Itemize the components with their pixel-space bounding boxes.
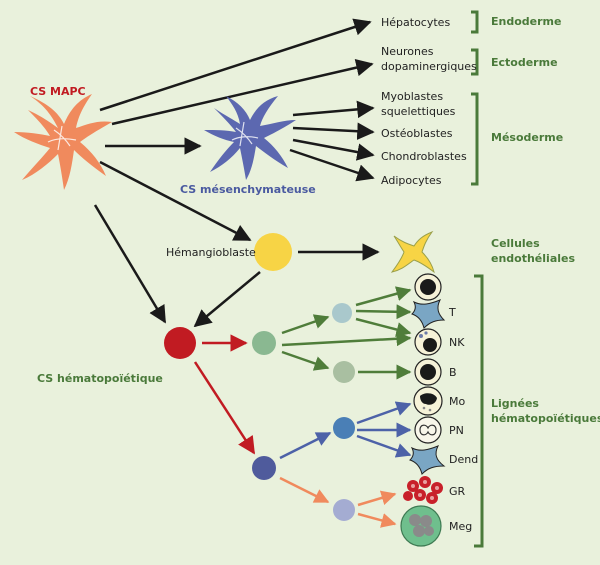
label-chondroblasts: Chondroblastes bbox=[381, 150, 467, 163]
arrow-prog-dend bbox=[356, 434, 412, 458]
t-cell-icon bbox=[411, 299, 446, 329]
hemangioblast-cell-icon bbox=[254, 233, 292, 271]
arrow-msc-adipocytes bbox=[289, 148, 375, 182]
arrow-mapc-hemangioblast bbox=[99, 160, 252, 242]
label-hemangioblast: Hémangioblaste bbox=[166, 246, 256, 259]
label-b: B bbox=[449, 366, 457, 379]
bracket-mesoderm bbox=[471, 92, 479, 186]
label-ectoderm: Ectoderme bbox=[491, 56, 558, 69]
label-mo: Mo bbox=[449, 395, 465, 408]
megakaryocyte-icon bbox=[400, 505, 442, 547]
mapc-cell-icon bbox=[14, 94, 112, 190]
bracket-ectoderm bbox=[471, 48, 479, 76]
bracket-endoderm bbox=[471, 10, 479, 34]
red-blood-cell-icon bbox=[403, 476, 443, 504]
label-mesoderm: Mésoderme bbox=[491, 131, 563, 144]
arrow-hsc-myeloid bbox=[193, 361, 256, 455]
hsc-cell-icon bbox=[164, 327, 196, 359]
arrow-lymphoid-tprog bbox=[281, 314, 330, 335]
label-mesenchymal: CS mésenchymateuse bbox=[180, 183, 316, 196]
b-cell-icon bbox=[414, 358, 442, 386]
arrow-megprog-meg bbox=[357, 512, 397, 528]
meg-progenitor-icon bbox=[333, 499, 355, 521]
arrow-myeloid-megprog bbox=[279, 476, 330, 504]
label-hematopoietic: CS hématopoïétique bbox=[37, 372, 163, 385]
arrow-msc-myoblasts bbox=[292, 100, 375, 119]
label-osteoblasts: Ostéoblastes bbox=[381, 127, 453, 140]
arrow-mapc-hepatocytes bbox=[99, 18, 372, 112]
arrow-tprog-1 bbox=[355, 286, 412, 307]
label-meg: Meg bbox=[449, 520, 472, 533]
arrow-lymphoid-nk bbox=[281, 331, 412, 347]
arrow-mapc-neurons bbox=[111, 59, 374, 126]
dendritic-cell-icon bbox=[409, 445, 446, 475]
endothelial-cell-icon bbox=[390, 230, 435, 274]
myeloid-progenitor-icon bbox=[252, 456, 276, 480]
myeloid-precursor-icon bbox=[333, 417, 355, 439]
label-endoderm: Endoderme bbox=[491, 15, 561, 28]
label-endothelial-2: endothéliales bbox=[491, 252, 575, 265]
monocyte-icon bbox=[413, 386, 443, 416]
label-t: T bbox=[448, 306, 456, 319]
label-pn: PN bbox=[449, 424, 464, 437]
mesenchymal-cell-icon bbox=[204, 96, 296, 180]
label-hepatocytes: Hépatocytes bbox=[381, 16, 450, 29]
label-gr: GR bbox=[449, 485, 466, 498]
arrow-megprog-gr bbox=[357, 490, 397, 507]
arrow-msc-osteoblasts bbox=[292, 122, 375, 140]
lymphocyte-top-icon bbox=[414, 273, 442, 301]
label-endothelial-1: Cellules bbox=[491, 237, 540, 250]
arrow-tprog-t bbox=[355, 304, 412, 320]
lymphoid-progenitor-icon bbox=[252, 331, 276, 355]
arrow-tprog-nk bbox=[355, 317, 412, 337]
arrow-lymphoid-bprog bbox=[281, 350, 330, 371]
arrow-myeloid-prog bbox=[279, 431, 332, 460]
label-adipocytes: Adipocytes bbox=[381, 174, 442, 187]
arrow-msc-chondroblasts bbox=[292, 138, 375, 161]
label-nk: NK bbox=[449, 336, 465, 349]
label-dend: Dend bbox=[449, 453, 478, 466]
label-neurons-1: Neurones bbox=[381, 45, 434, 58]
label-lineages-1: Lignées bbox=[491, 397, 539, 410]
arrow-prog-mo bbox=[356, 401, 412, 425]
t-progenitor-icon bbox=[332, 303, 352, 323]
label-lineages-2: hématopoïétiques bbox=[491, 412, 600, 425]
bracket-hematopoietic bbox=[474, 274, 484, 548]
arrow-mapc-hematopoietic bbox=[93, 204, 167, 324]
nk-cell-icon bbox=[414, 328, 442, 356]
arrow-hemangioblast-hsc bbox=[193, 271, 261, 328]
label-myoblasts-2: squelettiques bbox=[381, 105, 456, 118]
label-mapc: CS MAPC bbox=[30, 85, 86, 98]
label-myoblasts-1: Myoblastes bbox=[381, 90, 443, 103]
neutrophil-icon bbox=[414, 416, 442, 444]
label-neurons-2: dopaminergiques bbox=[381, 60, 477, 73]
b-progenitor-icon bbox=[333, 361, 355, 383]
